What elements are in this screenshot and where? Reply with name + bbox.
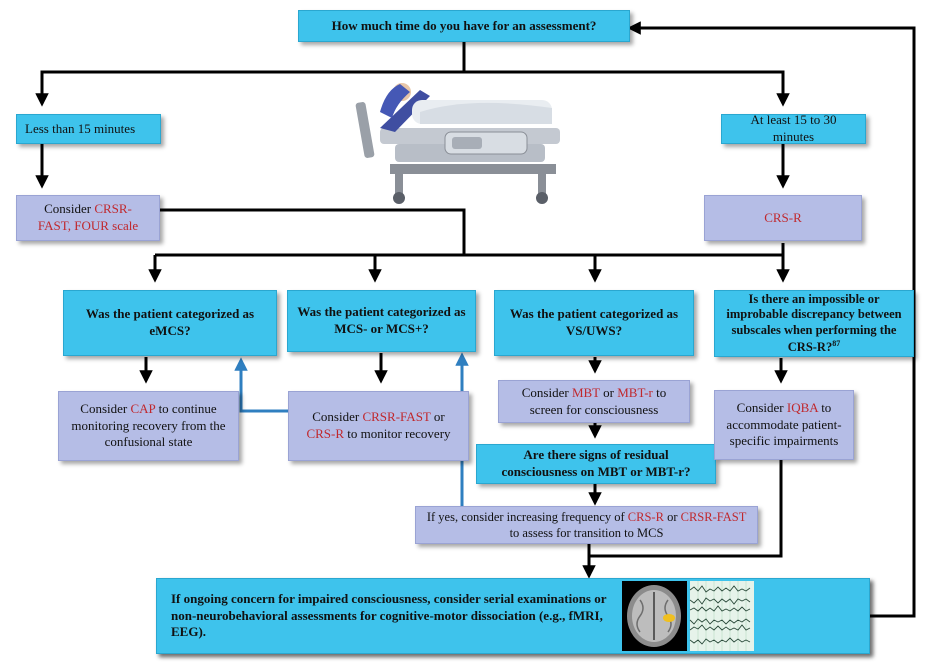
tool-crsr-fast: CRSR-FAST	[362, 409, 431, 425]
bottom-concern-text: If ongoing concern for impaired consciou…	[171, 590, 607, 640]
tool-crsr-fast-part1: CRSR-	[94, 201, 132, 217]
brain-mri-icon	[622, 581, 687, 651]
tool-iqba: IQBA	[786, 399, 818, 415]
q-discrepancy-box: Is there an impossible or improbable dis…	[714, 290, 914, 357]
if-yes-box: If yes, consider increasing frequency of…	[415, 506, 758, 544]
top-question-text: How much time do you have for an assessm…	[331, 17, 597, 33]
q-discrepancy-reference: 87	[832, 338, 841, 348]
tool-cap: CAP	[130, 400, 156, 416]
q-mcs-box: Was the patient categorized as MCS- or M…	[287, 290, 476, 352]
iqba-pre-text: Consider	[736, 399, 784, 415]
consider-label: Consider	[44, 201, 92, 217]
consider-crsr-fast-crs-r-box: Consider CRSR-FAST or CRS-R to monitor r…	[288, 391, 469, 461]
crs-r-box: CRS-R	[704, 195, 862, 241]
at-least-15-label: At least 15 to 30 minutes	[750, 112, 837, 144]
yes-mid-text: or	[667, 509, 678, 524]
cap-pre-text: Consider	[80, 400, 128, 416]
tool-crsr-fast-yes: CRSR-FAST	[680, 509, 747, 524]
q-emcs-text: Was the patient categorized as eMCS?	[85, 306, 255, 338]
q-residual-box: Are there signs of residual consciousnes…	[476, 444, 716, 484]
yes-pre-text: If yes, consider increasing frequency of	[426, 509, 625, 524]
crs-r-tool: CRS-R	[764, 209, 802, 225]
top-question-box: How much time do you have for an assessm…	[298, 10, 630, 42]
mbt-pre-text: Consider	[521, 384, 569, 400]
mcs-mid-text: or	[433, 409, 445, 425]
eeg-trace-icon	[689, 581, 754, 651]
yes-post-text: to assess for transition to MCS	[509, 526, 664, 540]
at-least-15-box: At least 15 to 30 minutes	[721, 112, 866, 144]
less-than-15-label: Less than 15 minutes	[25, 120, 136, 136]
tool-crs-r: CRS-R	[306, 426, 345, 441]
bottom-concern-box: If ongoing concern for impaired consciou…	[156, 578, 870, 654]
mbt-post-text: to screen for consciousness	[529, 384, 667, 417]
q-emcs-box: Was the patient categorized as eMCS?	[63, 290, 277, 356]
consider-mbt-box: Consider MBT or MBT-r to screen for cons…	[498, 380, 690, 423]
tool-mbt: MBT	[571, 384, 600, 400]
tool-mbt-r: MBT-r	[617, 384, 653, 400]
hospital-bed-illustration	[355, 83, 560, 204]
q-residual-text: Are there signs of residual consciousnes…	[501, 447, 691, 479]
consider-cap-box: Consider CAP to continue monitoring reco…	[58, 391, 239, 461]
consider-iqba-box: Consider IQBA to accommodate patient-spe…	[714, 390, 854, 460]
consider-crsr-fast-four-box: Consider CRSR- FAST, FOUR scale	[16, 195, 160, 241]
iqba-post-text: to accommodate patient-specific impairme…	[726, 399, 842, 449]
tool-crsr-fast-part2: FAST, FOUR scale	[37, 218, 139, 233]
mbt-mid-text: or	[603, 384, 614, 400]
mcs-pre-text: Consider	[312, 409, 360, 425]
cap-post-text: to continue monitoring recovery from the…	[71, 400, 226, 450]
q-discrepancy-text: Is there an impossible or improbable dis…	[726, 291, 902, 354]
less-than-15-box: Less than 15 minutes	[16, 114, 161, 144]
mcs-post-text: to monitor recovery	[347, 426, 451, 441]
q-vs-box: Was the patient categorized as VS/UWS?	[494, 290, 694, 356]
q-mcs-text: Was the patient categorized as MCS- or M…	[297, 304, 466, 336]
q-vs-text: Was the patient categorized as VS/UWS?	[509, 306, 679, 338]
tool-crs-r-yes: CRS-R	[627, 509, 664, 524]
